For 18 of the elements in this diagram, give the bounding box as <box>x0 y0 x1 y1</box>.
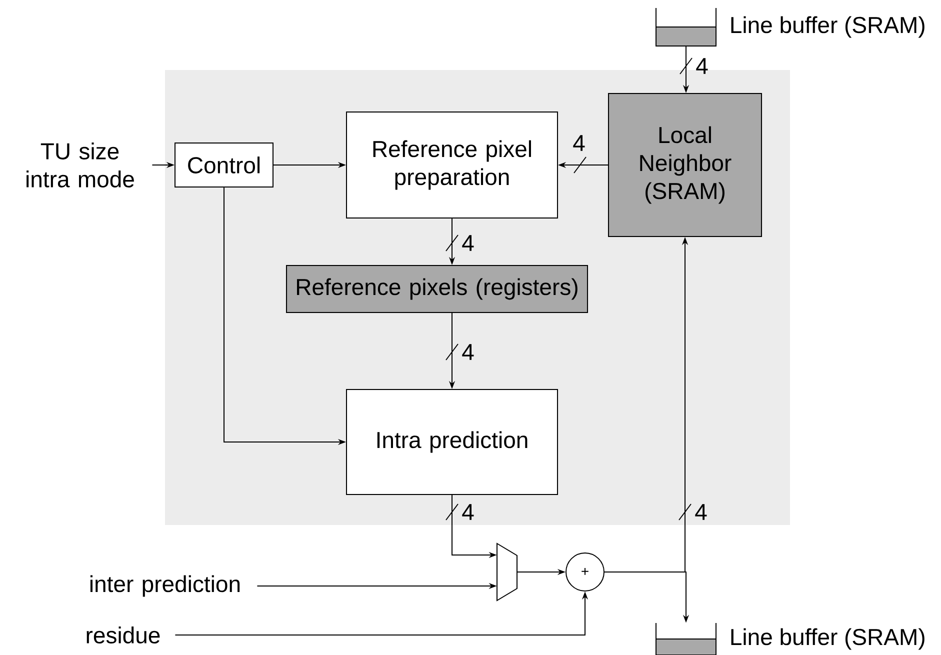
process-box: Reference pixel preparation <box>346 112 558 218</box>
buffer-label: Line buffer (SRAM) <box>731 628 924 650</box>
memory-box: Local Neighbor (SRAM) <box>608 93 762 237</box>
input-label: inter prediction <box>90 575 240 597</box>
bus-width-label: 4 <box>462 504 474 520</box>
process-box: Intra prediction <box>346 389 558 495</box>
buffer-label: Line buffer (SRAM) <box>731 16 924 38</box>
register-box: Reference pixels (registers) <box>286 265 588 313</box>
buffer-drawing <box>656 8 717 46</box>
bus-width-label: 4 <box>462 344 474 360</box>
bus-width-label: 4 <box>573 135 585 151</box>
buffer-drawing <box>656 622 717 655</box>
bus-width-label: 4 <box>696 58 708 74</box>
input-label: TU size intra mode <box>26 142 134 188</box>
control-box: Control <box>174 142 274 188</box>
bus-width-label: 4 <box>695 504 707 520</box>
input-label: residue <box>86 626 160 644</box>
bus-width-label: 4 <box>462 235 474 251</box>
